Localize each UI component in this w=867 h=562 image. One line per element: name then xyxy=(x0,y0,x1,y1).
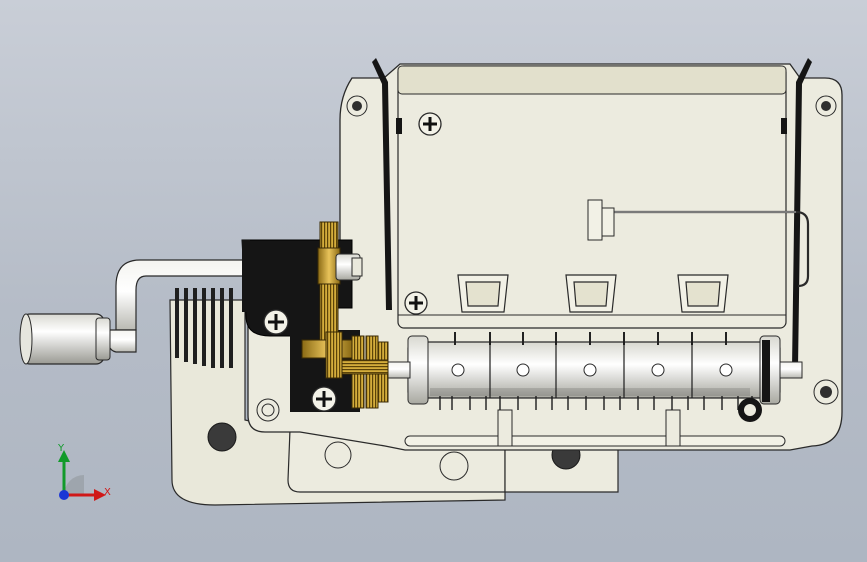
side-rail-left xyxy=(372,58,402,310)
damper-clip xyxy=(457,274,729,313)
brass-gear-train xyxy=(301,331,389,409)
mounting-hole-icon xyxy=(256,95,839,422)
spring-wire xyxy=(587,199,810,288)
coordinate-triad-icon xyxy=(58,450,106,501)
brass-gear-large xyxy=(317,221,341,345)
axis-x-label: X xyxy=(104,487,111,498)
crank-knob[interactable] xyxy=(19,313,111,365)
shaft-bushing xyxy=(335,253,363,281)
side-rail-right xyxy=(781,58,812,368)
base-slots xyxy=(404,409,786,447)
mounting-hole-icon xyxy=(207,422,581,481)
phillips-screw-icon xyxy=(263,309,337,412)
vent-slots xyxy=(175,288,233,368)
comb-plate xyxy=(397,65,787,329)
phillips-screw-icon xyxy=(404,112,442,315)
pin-drum xyxy=(379,332,803,422)
axis-y-label: Y xyxy=(58,443,65,454)
